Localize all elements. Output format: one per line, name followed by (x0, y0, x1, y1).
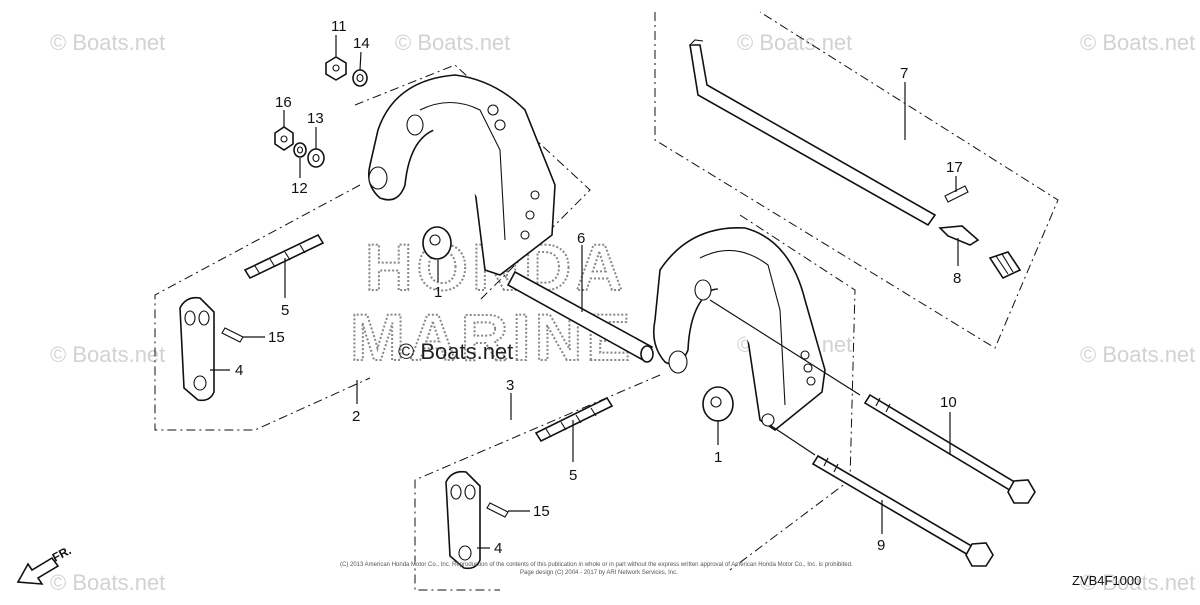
tilt-rod (689, 39, 937, 227)
callout-1: 1 (434, 284, 442, 301)
pin-15-left (221, 327, 244, 343)
callout-15: 15 (268, 329, 285, 346)
callout-13: 13 (307, 110, 324, 127)
callout-5: 5 (569, 467, 577, 484)
callout-7: 7 (900, 65, 908, 82)
watermark: © Boats.net (1080, 30, 1195, 55)
callout-17: 17 (946, 159, 963, 176)
spring-nut (988, 251, 1022, 280)
callout-9: 9 (877, 537, 885, 554)
plate-4-right (445, 470, 481, 570)
watermark: © Boats.net (1080, 342, 1195, 367)
tube (506, 270, 654, 363)
stud-5-left (243, 233, 325, 280)
watermark: © Boats.net (1080, 570, 1195, 595)
watermark: © Boats.net (50, 30, 165, 55)
diagram-code: ZVB4F1000 (1072, 573, 1141, 588)
callout-1: 1 (714, 449, 722, 466)
washer-13 (307, 148, 325, 168)
callout-11: 11 (331, 18, 347, 35)
bolt-10 (863, 393, 1036, 504)
stern-bracket-right (652, 227, 826, 431)
arrow-icon (16, 556, 60, 585)
washer-14 (352, 69, 368, 87)
callout-10: 10 (940, 394, 957, 411)
center-watermark: © Boats.net (398, 339, 513, 364)
copyright-line2: Page design (C) 2004 - 2017 by ARI Netwo… (520, 570, 678, 576)
watermark: © Boats.net (395, 30, 510, 55)
callout-2: 2 (352, 408, 360, 425)
group-outline-left (154, 184, 371, 431)
callout-15: 15 (533, 503, 550, 520)
watermark: © Boats.net (50, 342, 165, 367)
callout-16: 16 (275, 94, 292, 111)
leader-bolt10-path (709, 299, 861, 396)
washer-12 (293, 142, 307, 158)
callout-12: 12 (291, 180, 308, 197)
copyright-line1: (C) 2013 American Honda Motor Co., Inc. … (340, 562, 853, 568)
watermark: © Boats.net (50, 570, 165, 595)
wedge-8 (938, 225, 980, 246)
callout-4: 4 (235, 362, 243, 379)
stern-bracket-left (367, 74, 556, 276)
callout-14: 14 (353, 35, 370, 52)
pin-17 (944, 185, 969, 203)
callout-8: 8 (953, 270, 961, 287)
leader-bolt9-path (769, 424, 816, 456)
callout-4: 4 (494, 540, 502, 557)
stud-5-right (534, 396, 614, 443)
nut-16 (274, 126, 294, 151)
nut-11 (325, 56, 347, 81)
pin-15-right (486, 502, 509, 518)
group-outline-right-bracket (729, 214, 856, 571)
leader-14 (359, 51, 362, 71)
watermark: © Boats.net (737, 30, 852, 55)
callout-5: 5 (281, 302, 289, 319)
callout-6: 6 (577, 230, 585, 247)
bolt-9 (811, 454, 994, 567)
plate-4-left (179, 296, 215, 402)
group-outline-right (414, 374, 661, 591)
callout-3: 3 (506, 377, 514, 394)
group-outline-rod (654, 11, 1059, 349)
